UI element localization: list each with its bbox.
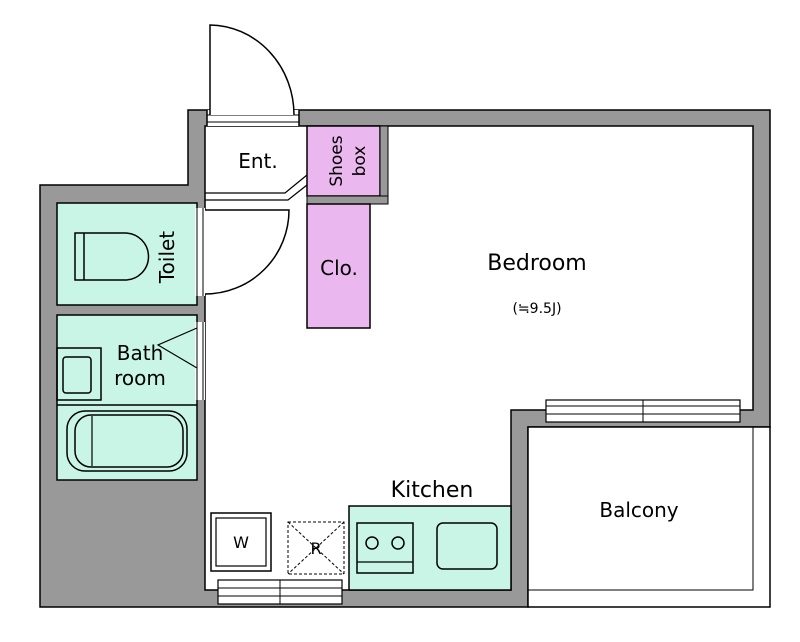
toilet-door-gap xyxy=(195,208,205,296)
label-balcony: Balcony xyxy=(599,498,678,522)
washer-space xyxy=(210,512,272,572)
kitchen-counter xyxy=(348,505,512,591)
closet xyxy=(306,203,371,329)
label-bath-2: room xyxy=(114,366,166,390)
washbasin-icon xyxy=(56,347,102,401)
label-bath: Bath xyxy=(117,341,164,365)
balcony-inner-line xyxy=(528,427,754,591)
bath-door-swing xyxy=(156,327,198,369)
label-shoes-box: Shoes xyxy=(327,135,347,186)
label-closet: Clo. xyxy=(320,256,358,280)
shoes-box-wall xyxy=(379,125,389,205)
fridge-cross-2 xyxy=(287,521,345,575)
bathtub-icon xyxy=(66,410,188,472)
fridge-cross xyxy=(287,521,345,575)
entrance-step xyxy=(205,174,308,201)
closet-wall xyxy=(306,195,389,205)
label-bedroom: Bedroom xyxy=(487,251,587,276)
toilet-fixture-icon xyxy=(74,232,150,281)
entrance-door-swing xyxy=(209,24,295,116)
toilet-door-swing xyxy=(204,209,290,295)
bathtub-inner-icon xyxy=(74,414,184,468)
label-kitchen: Kitchen xyxy=(391,478,474,503)
burner-icon-2 xyxy=(391,536,405,550)
sink-icon xyxy=(436,522,498,570)
bath-room xyxy=(56,314,198,481)
bath-door-gap xyxy=(195,322,205,400)
balcony-area xyxy=(527,426,771,608)
label-toilet: Toilet xyxy=(155,231,179,284)
label-fridge: R xyxy=(310,539,321,558)
fridge-space xyxy=(287,521,345,575)
label-entrance: Ent. xyxy=(238,149,278,173)
washbasin-bowl-icon xyxy=(62,356,92,394)
label-bedroom-size: (≒9.5J) xyxy=(512,301,561,317)
label-shoes-box-2: box xyxy=(350,146,370,177)
burner-icon xyxy=(365,536,379,550)
label-washer: W xyxy=(233,533,249,552)
toilet-room xyxy=(56,202,198,306)
stove-icon xyxy=(356,522,414,574)
washer-inner xyxy=(215,517,267,567)
